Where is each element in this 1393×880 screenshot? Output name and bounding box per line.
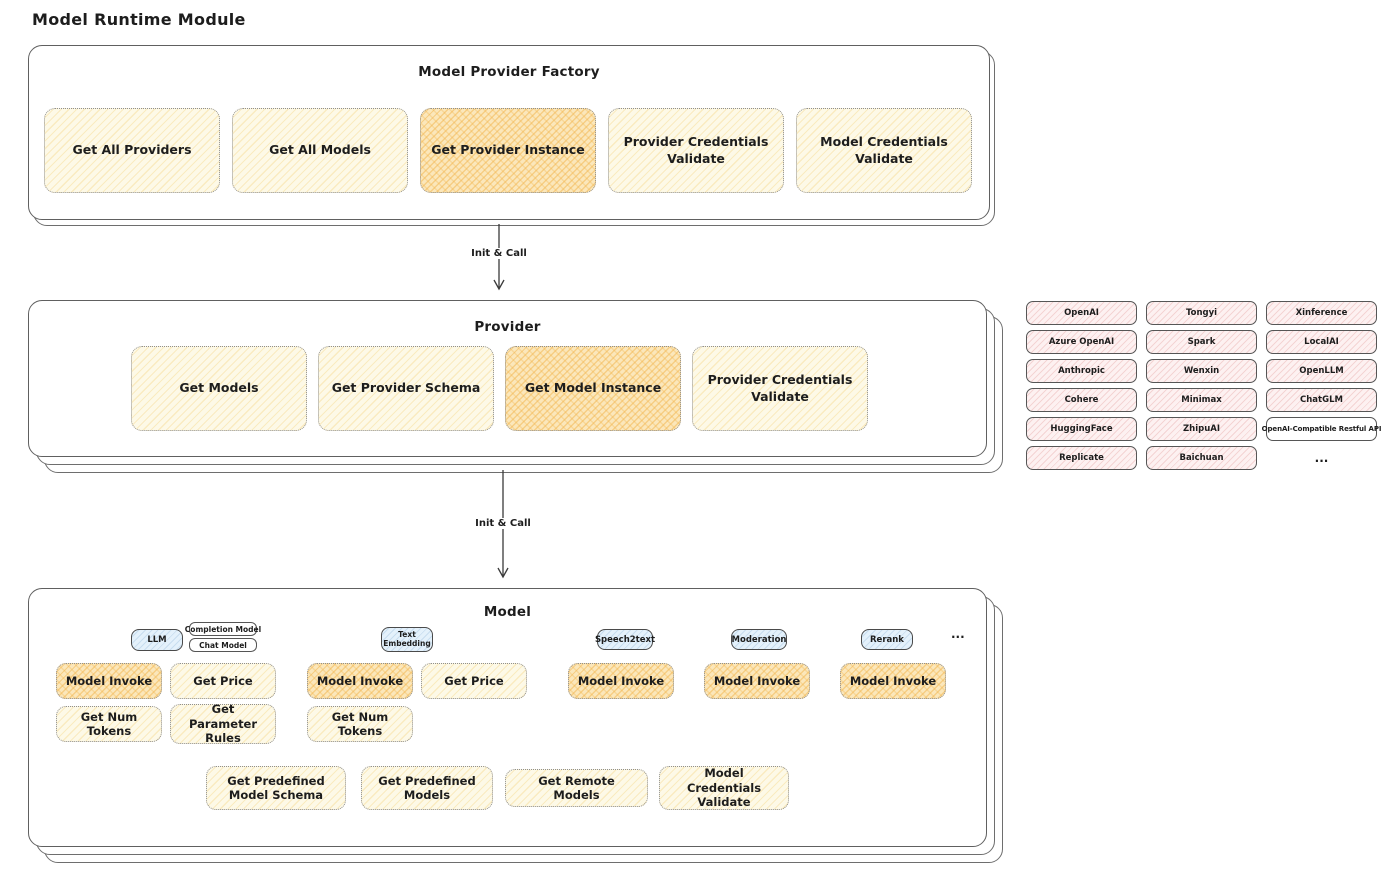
provider-chip-tongyi: Tongyi	[1146, 301, 1257, 325]
factory-title: Model Provider Factory	[418, 64, 600, 80]
provider-chip-localai: LocalAI	[1266, 330, 1377, 354]
factory-node-model-credentials-validate: Model Credentials Validate	[796, 108, 972, 193]
model-node-get-remote-models: Get Remote Models	[505, 769, 648, 807]
arrow-down-icon	[493, 224, 505, 291]
model-tab-text-embedding: Text Embedding	[381, 627, 433, 652]
model-tab-moderation: Moderation	[731, 629, 787, 650]
model-node-get-predefined-model-schema: Get Predefined Model Schema	[206, 766, 346, 810]
model-node-text-embedding-model-invoke: Model Invoke	[307, 663, 413, 699]
model-node-speech2text-model-invoke: Model Invoke	[568, 663, 674, 699]
provider-node-get-model-instance: Get Model Instance	[505, 346, 681, 431]
provider-node-get-models: Get Models	[131, 346, 307, 431]
model-node-rerank-model-invoke: Model Invoke	[840, 663, 946, 699]
factory-node-get-all-providers: Get All Providers	[44, 108, 220, 193]
provider-chip-zhipuai: ZhipuAI	[1146, 417, 1257, 441]
model-node-llm-get-num-tokens: Get Num Tokens	[56, 706, 162, 742]
provider-node-get-provider-schema: Get Provider Schema	[318, 346, 494, 431]
model-title: Model	[483, 604, 532, 620]
model-tab-chat-model: Chat Model	[189, 638, 257, 652]
diagram-title: Model Runtime Module	[32, 10, 246, 29]
provider-chip-wenxin: Wenxin	[1146, 359, 1257, 383]
provider-chip-azure-openai: Azure OpenAI	[1026, 330, 1137, 354]
provider-chip-minimax: Minimax	[1146, 388, 1257, 412]
factory-node-get-provider-instance: Get Provider Instance	[420, 108, 596, 193]
provider-chip-openai: OpenAI	[1026, 301, 1137, 325]
arrow-label: Init & Call	[471, 518, 535, 529]
model-tabs-ellipsis: ...	[951, 627, 965, 641]
provider-chip-xinference: Xinference	[1266, 301, 1377, 325]
provider-chip-anthropic: Anthropic	[1026, 359, 1137, 383]
provider-chip-chatglm: ChatGLM	[1266, 388, 1377, 412]
factory-node-provider-credentials-validate: Provider Credentials Validate	[608, 108, 784, 193]
provider-chip-openai-compatible-restful-api: OpenAI-Compatible Restful API	[1262, 417, 1381, 441]
factory-node-get-all-models: Get All Models	[232, 108, 408, 193]
model-node-llm-model-invoke: Model Invoke	[56, 663, 162, 699]
model-node-llm-get-parameter-rules: Get Parameter Rules	[170, 702, 276, 745]
model-tab-speech2text: Speech2text	[595, 629, 655, 650]
provider-chip-openllm: OpenLLM	[1266, 359, 1377, 383]
model-node-moderation-model-invoke: Model Invoke	[704, 663, 810, 699]
provider-chip-replicate: Replicate	[1026, 446, 1137, 470]
provider-title: Provider	[474, 319, 541, 335]
provider-chip-huggingface: HuggingFace	[1026, 417, 1137, 441]
model-node-llm-get-price: Get Price	[170, 663, 276, 699]
provider-chip-cohere: Cohere	[1026, 388, 1137, 412]
init-call-arrow-2: Init & Call	[471, 470, 535, 584]
model-node-model-credentials-validate: Model Credentials Validate	[659, 766, 789, 810]
model-tab-completion-model: Completion Model	[185, 622, 261, 636]
factory-box: Model Provider Factory Get All Providers…	[28, 45, 990, 220]
provider-node-provider-credentials-validate: Provider Credentials Validate	[692, 346, 868, 431]
model-node-text-embedding-get-num-tokens: Get Num Tokens	[307, 706, 413, 742]
model-node-text-embedding-get-price: Get Price	[421, 663, 527, 699]
model-node-get-predefined-models: Get Predefined Models	[361, 766, 493, 810]
init-call-arrow-1: Init & Call	[467, 224, 531, 296]
provider-chip-baichuan: Baichuan	[1146, 446, 1257, 470]
provider-chip-spark: Spark	[1146, 330, 1257, 354]
model-tab-llm: LLM	[131, 629, 183, 651]
model-tab-rerank: Rerank	[861, 629, 913, 650]
provider-catalog-ellipsis: ...	[1314, 451, 1329, 465]
arrow-label: Init & Call	[467, 248, 531, 259]
